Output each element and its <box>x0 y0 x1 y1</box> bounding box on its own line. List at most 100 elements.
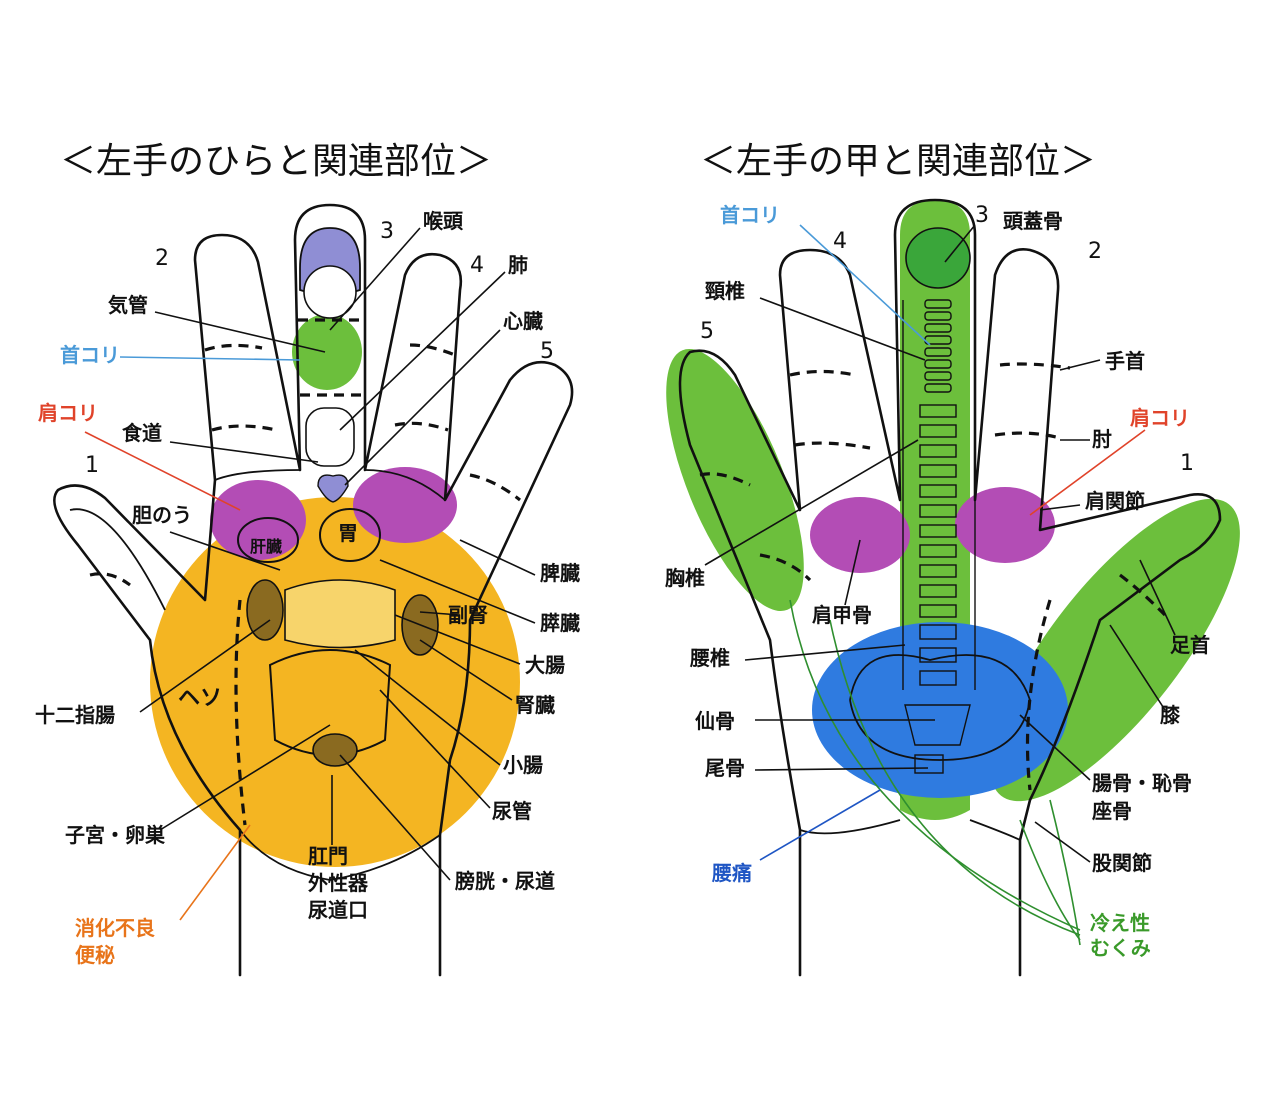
skull <box>905 227 971 289</box>
label-keitsui: 頸椎 <box>705 279 745 303</box>
label-katakansetsu: 肩関節 <box>1085 489 1145 513</box>
palm-finger-3: 3 <box>380 219 394 244</box>
label-shinzou: 心臓 <box>503 309 543 333</box>
palm-dash-9 <box>234 599 247 826</box>
label-hie2: むくみ <box>1090 936 1151 960</box>
back-dash-5 <box>699 472 751 487</box>
label-kanzou: 肝臓 <box>250 537 282 556</box>
back-outline <box>678 198 1222 977</box>
label-zugaikotsu: 頭蓋骨 <box>1003 209 1063 233</box>
back-title: ＜左手の甲と関連部位＞ <box>700 141 1096 182</box>
label-senkotsu: 仙骨 <box>695 709 735 733</box>
palm-finger-5: 5 <box>540 339 554 364</box>
finger2-inner <box>214 469 301 481</box>
label-boukou: 膀胱・尿道 <box>454 869 555 893</box>
label-koutou: 喉頭 <box>423 209 464 233</box>
label-back-kubikori: 首コリ <box>720 203 780 227</box>
wrist-crease <box>239 829 441 881</box>
label-shikyuu: 子宮・卵巣 <box>65 823 166 847</box>
label-youtsuu: 腰痛 <box>711 861 752 885</box>
back-dash-1 <box>789 369 856 377</box>
label-nyoukan: 尿管 <box>492 799 532 823</box>
label-shokudo: 食道 <box>122 421 162 445</box>
uterus <box>268 649 392 756</box>
label-fukujin: 副腎 <box>448 603 488 627</box>
label-bikotsu: 尾骨 <box>705 756 745 780</box>
back-finger-3: 3 <box>975 203 989 228</box>
label-koumon1: 肛門 <box>308 844 348 868</box>
label-youtsui: 腰椎 <box>689 646 730 670</box>
lungs <box>305 407 355 467</box>
back-finger-1: 1 <box>1180 451 1194 476</box>
palm-dash-6 <box>394 421 449 432</box>
label-koumon2: 外性器 <box>308 871 369 895</box>
finger4-inner <box>364 469 446 501</box>
label-kikan: 気管 <box>108 293 148 317</box>
label-choukotsu1: 腸骨・恥骨 <box>1092 771 1192 795</box>
palm-dash-1 <box>204 343 263 352</box>
back-dash-8 <box>1025 599 1052 791</box>
label-shouka1: 消化不良 <box>75 916 155 940</box>
palm-finger-1: 1 <box>85 453 99 478</box>
back-diagram: ＜左手の甲と関連部位＞ <box>665 141 1240 977</box>
label-kenkoukotsu: 肩甲骨 <box>812 603 872 627</box>
label-back-katakori: 肩コリ <box>1130 406 1190 430</box>
label-kyoutsui: 胸椎 <box>665 566 705 590</box>
liver <box>237 517 299 563</box>
neck-zone <box>292 314 362 390</box>
label-shouchou: 小腸 <box>503 753 543 777</box>
large-intestine <box>284 579 396 649</box>
label-hie1: 冷え性 <box>1090 911 1150 935</box>
label-hiza: 膝 <box>1160 703 1181 727</box>
back-dash-4 <box>994 431 1061 440</box>
face <box>303 265 357 319</box>
shoulder-zone-right <box>353 467 457 543</box>
circulation-lines <box>789 599 1081 946</box>
back-finger-4: 4 <box>833 229 847 254</box>
label-hai: 肺 <box>508 253 528 277</box>
back-finger-5: 5 <box>700 319 714 344</box>
label-tannou: 胆のう <box>132 503 192 527</box>
palm-finger-4: 4 <box>470 253 484 278</box>
label-suizou: 膵臓 <box>540 611 580 635</box>
bladder <box>312 733 358 767</box>
palm-dash-5 <box>409 343 456 357</box>
label-palm-kubikori: 首コリ <box>60 343 120 367</box>
back-leader-lines <box>704 224 1176 863</box>
label-ashikubi: 足首 <box>1170 633 1210 657</box>
palm-diagram: ＜左手のひらと関連部位＞ <box>35 141 580 977</box>
heart <box>317 474 349 503</box>
label-hizou: 脾臓 <box>540 561 580 585</box>
label-koumon3: 尿道口 <box>308 898 368 922</box>
label-choukotsu2: 座骨 <box>1092 799 1132 823</box>
label-shouka2: 便秘 <box>75 943 115 967</box>
back-shoulder-right <box>955 487 1055 563</box>
kidney-left <box>246 579 284 641</box>
palm-leader-lines <box>84 227 536 921</box>
label-daichou: 大腸 <box>525 653 565 677</box>
back-dash-3 <box>999 362 1071 370</box>
label-tekubi: 手首 <box>1105 349 1145 373</box>
label-jinzou: 腎臓 <box>515 693 555 717</box>
label-kokansetsu: 股関節 <box>1092 851 1152 875</box>
stomach <box>319 508 381 562</box>
back-dash-6 <box>759 553 812 582</box>
label-palm-katakori: 肩コリ <box>38 401 98 425</box>
label-juunishi: 十二指腸 <box>35 703 115 727</box>
palm-dash-7 <box>469 473 521 502</box>
label-hiji: 肘 <box>1092 427 1112 451</box>
back-dash-2 <box>794 441 871 450</box>
back-finger-2: 2 <box>1088 239 1102 264</box>
palm-outline <box>53 203 574 977</box>
palm-dash-8 <box>89 572 131 587</box>
back-wrist <box>799 819 1021 841</box>
thumb-inner <box>69 508 166 611</box>
palm-dash-2 <box>211 424 277 432</box>
palm-finger-2: 2 <box>155 246 169 271</box>
label-heso: ヘソ <box>178 686 222 711</box>
back-dash-7 <box>1119 573 1167 617</box>
back-shoulder-left <box>810 497 910 573</box>
palm-title: ＜左手のひらと関連部位＞ <box>60 141 492 182</box>
label-i: 胃 <box>338 521 358 545</box>
